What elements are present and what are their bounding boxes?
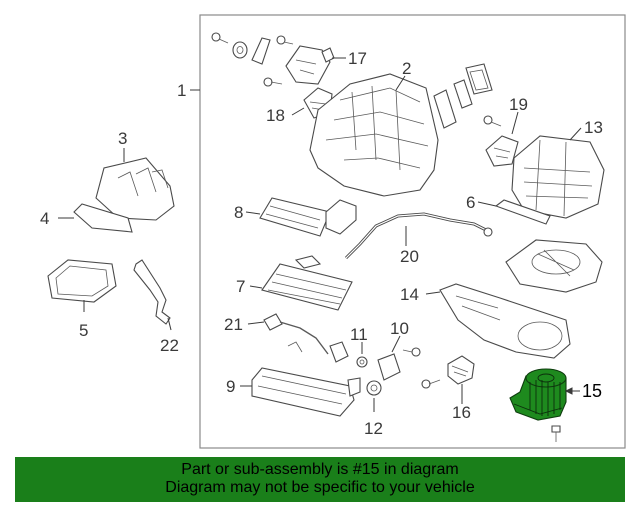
callout-16: 16 — [452, 403, 471, 422]
part-14-lower-case — [439, 283, 571, 359]
banner-line-1: Part or sub-assembly is #15 in diagram — [181, 461, 459, 478]
callout-10: 10 — [390, 319, 409, 338]
callout-1: 1 — [177, 81, 186, 100]
part-16-resistor — [447, 355, 475, 385]
callout-5: 5 — [79, 321, 88, 340]
part-15-blower-motor — [509, 368, 567, 421]
fasteners-top — [211, 32, 294, 87]
callout-4: 4 — [40, 209, 49, 228]
callout-2: 2 — [402, 59, 411, 78]
part-21-sensor — [263, 313, 329, 355]
callout-18: 18 — [266, 106, 285, 125]
callout-14: 14 — [400, 285, 419, 304]
callout-3: 3 — [118, 129, 127, 148]
callout-21: 21 — [224, 315, 243, 334]
callout-19: 19 — [509, 95, 528, 114]
part-19-actuator — [483, 115, 519, 167]
part-11-clip — [329, 341, 368, 368]
part-12-o-ring — [366, 380, 382, 396]
part-3-cover — [95, 157, 175, 221]
part-4-bracket — [73, 203, 133, 233]
callout-13: 13 — [584, 118, 603, 137]
part-13-case — [511, 135, 605, 219]
callout-11: 11 — [350, 325, 368, 344]
part-10-valve — [377, 347, 421, 381]
part-8-heater-core — [259, 197, 357, 237]
callout-8: 8 — [234, 203, 243, 222]
callout-7: 7 — [236, 277, 245, 296]
part-22-hose — [133, 259, 171, 325]
part-17-actuator — [285, 45, 335, 85]
fastener-screw-16 — [421, 379, 441, 389]
callout-20: 20 — [400, 247, 419, 266]
part-7-evaporator — [261, 255, 353, 311]
callout-17: 17 — [348, 49, 367, 68]
part-5-filter — [47, 259, 117, 303]
banner-line-2: Diagram may not be specific to your vehi… — [165, 479, 475, 496]
callout-22: 22 — [160, 336, 179, 355]
callout-12: 12 — [364, 419, 383, 438]
parts-diagram: 1 17 18 2 — [40, 14, 626, 449]
fastener-screw-15 — [551, 425, 561, 442]
part-6-seal — [494, 199, 551, 225]
callout-9: 9 — [226, 377, 235, 396]
callout-6: 6 — [466, 193, 475, 212]
callout-15: 15 — [582, 381, 602, 401]
part-9-core — [251, 367, 361, 417]
part-blower-housing — [505, 239, 603, 293]
seals-top — [433, 63, 493, 129]
part-2-hvac-case — [309, 73, 439, 197]
assembly-frame — [199, 14, 626, 449]
part-20-drain-tube — [344, 212, 493, 260]
info-banner: Part or sub-assembly is #15 in diagram D… — [15, 457, 625, 502]
